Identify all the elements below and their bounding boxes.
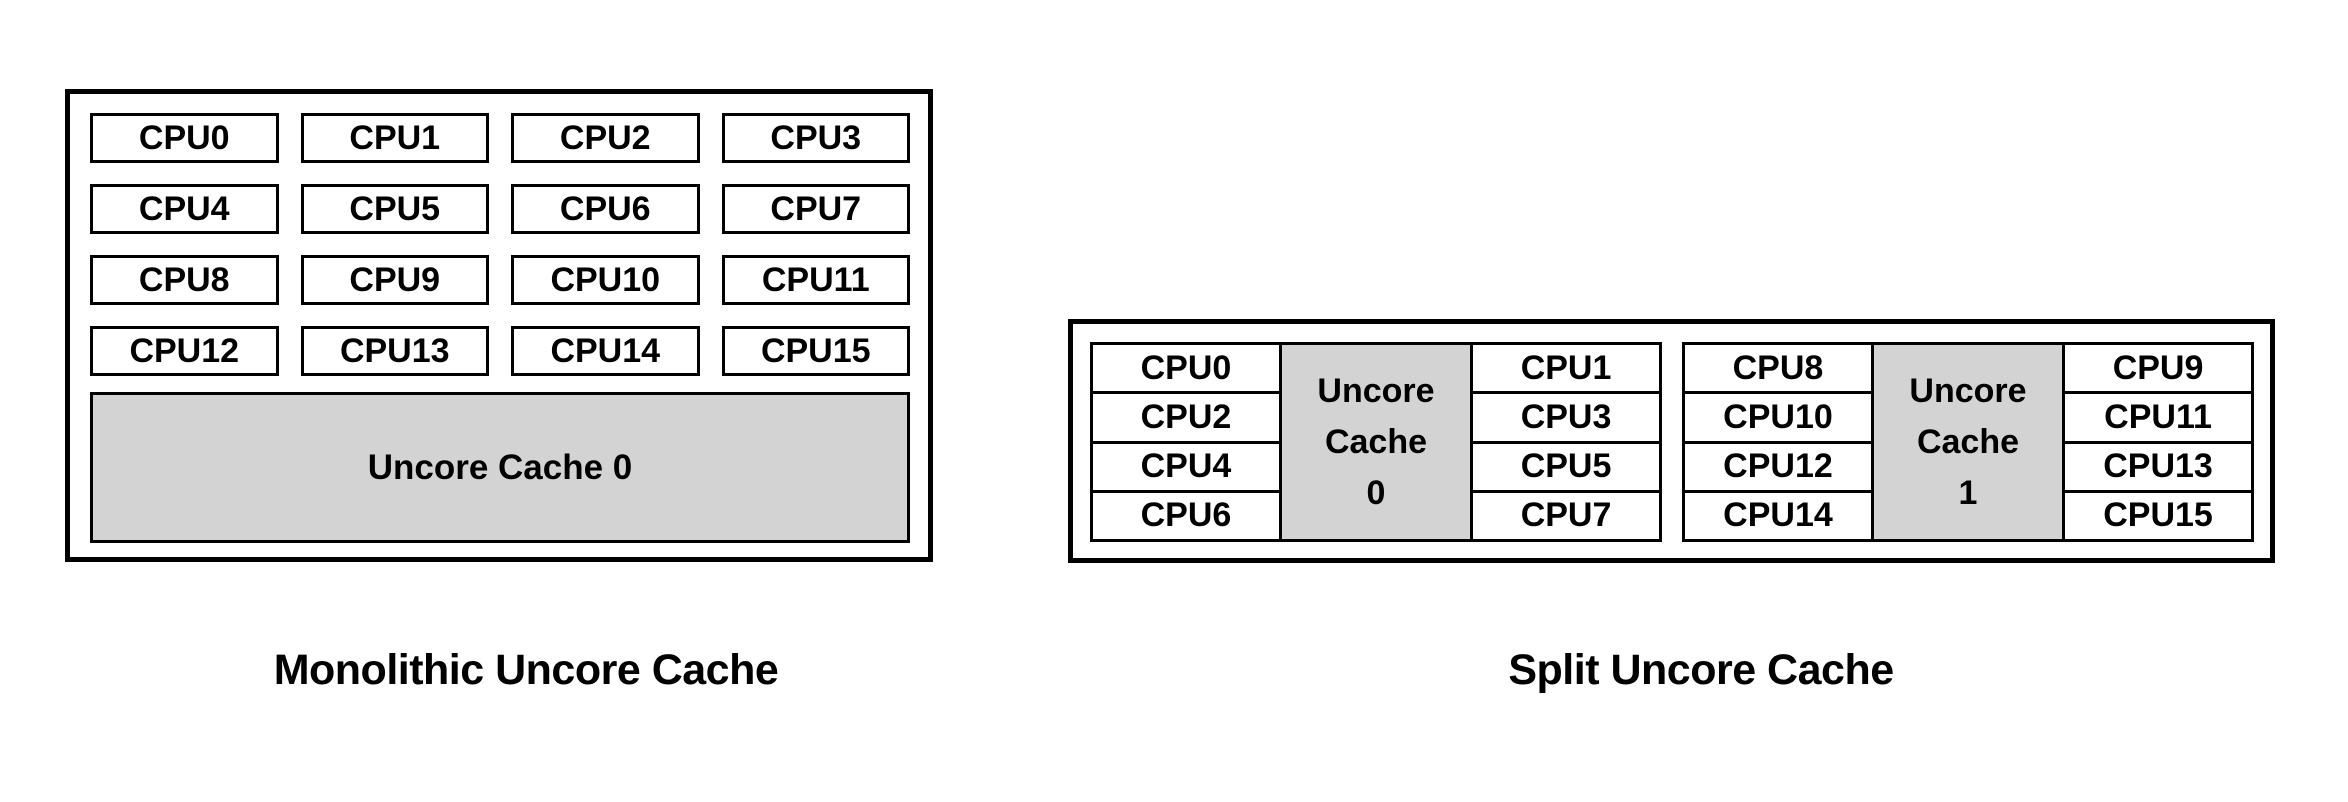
cpu-box: CPU5 xyxy=(1470,440,1662,493)
cluster0-left-cpu-column: CPU0 CPU2 CPU4 CPU6 xyxy=(1090,342,1282,542)
uncore-cache-label-line: Uncore xyxy=(1909,371,2027,410)
cpu-box: CPU9 xyxy=(300,255,489,305)
cluster1-right-cpu-column: CPU9 CPU11 CPU13 CPU15 xyxy=(2062,342,2254,542)
cpu-box: CPU13 xyxy=(300,326,489,376)
uncore-cache-label-line: Uncore xyxy=(1317,371,1435,410)
cpu-box: CPU1 xyxy=(300,113,489,163)
cpu-box: CPU6 xyxy=(1090,489,1282,542)
cpu-box: CPU4 xyxy=(1090,440,1282,493)
split-cluster-1: CPU8 CPU10 CPU12 CPU14 Uncore Cache 1 CP… xyxy=(1682,342,2254,542)
split-diagram: CPU0 CPU2 CPU4 CPU6 Uncore Cache 0 CPU1 … xyxy=(1068,319,2275,563)
cpu-box: CPU8 xyxy=(1682,342,1874,395)
cpu-box: CPU1 xyxy=(1470,342,1662,395)
cpu-box: CPU0 xyxy=(90,113,279,163)
uncore-cache-label-line: 0 xyxy=(1366,473,1386,512)
cpu-box: CPU3 xyxy=(1470,391,1662,444)
cpu-box: CPU6 xyxy=(511,184,700,234)
cpu-box: CPU12 xyxy=(1682,440,1874,493)
cpu-box: CPU4 xyxy=(90,184,279,234)
cpu-box: CPU9 xyxy=(2062,342,2254,395)
cpu-box: CPU2 xyxy=(1090,391,1282,444)
cpu-box: CPU7 xyxy=(1470,489,1662,542)
cpu-box: CPU15 xyxy=(2062,489,2254,542)
split-cluster-0: CPU0 CPU2 CPU4 CPU6 Uncore Cache 0 CPU1 … xyxy=(1090,342,1662,542)
cluster1-left-cpu-column: CPU8 CPU10 CPU12 CPU14 xyxy=(1682,342,1874,542)
uncore-cache-0-box: Uncore Cache 0 xyxy=(1278,342,1474,542)
cpu-box: CPU14 xyxy=(1682,489,1874,542)
cpu-box: CPU2 xyxy=(511,113,700,163)
cpu-box: CPU0 xyxy=(1090,342,1282,395)
uncore-cache-0-box: Uncore Cache 0 xyxy=(90,392,910,543)
cpu-box: CPU13 xyxy=(2062,440,2254,493)
cpu-box: CPU11 xyxy=(721,255,910,305)
cpu-box: CPU11 xyxy=(2062,391,2254,444)
cpu-box: CPU12 xyxy=(90,326,279,376)
cpu-box: CPU10 xyxy=(511,255,700,305)
cpu-box: CPU8 xyxy=(90,255,279,305)
cpu-box: CPU7 xyxy=(721,184,910,234)
uncore-cache-label-line: 1 xyxy=(1958,473,1978,512)
monolithic-cpu-grid: CPU0 CPU1 CPU2 CPU3 CPU4 CPU5 CPU6 CPU7 … xyxy=(90,113,910,376)
monolithic-caption: Monolithic Uncore Cache xyxy=(273,646,779,694)
cpu-box: CPU14 xyxy=(511,326,700,376)
cluster0-right-cpu-column: CPU1 CPU3 CPU5 CPU7 xyxy=(1470,342,1662,542)
cpu-box: CPU5 xyxy=(300,184,489,234)
uncore-cache-1-box: Uncore Cache 1 xyxy=(1870,342,2066,542)
monolithic-diagram: CPU0 CPU1 CPU2 CPU3 CPU4 CPU5 CPU6 CPU7 … xyxy=(65,89,933,562)
uncore-cache-label-line: Cache xyxy=(1916,422,2020,461)
cpu-box: CPU3 xyxy=(721,113,910,163)
cpu-box: CPU10 xyxy=(1682,391,1874,444)
split-caption: Split Uncore Cache xyxy=(1508,646,1894,694)
uncore-cache-label-line: Cache xyxy=(1324,422,1428,461)
cpu-box: CPU15 xyxy=(721,326,910,376)
